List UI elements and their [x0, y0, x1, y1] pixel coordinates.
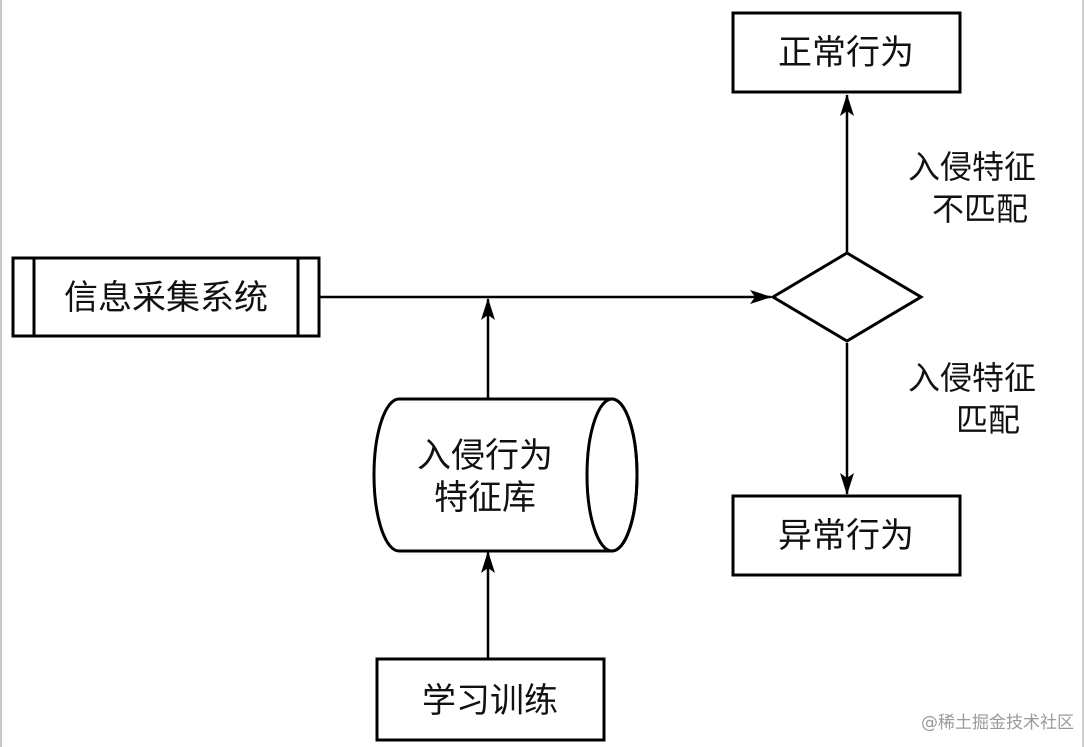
edge-label-no-match-line1: 入侵特征 [908, 148, 1036, 186]
node-normal-behavior-label: 正常行为 [778, 33, 914, 73]
left-border [0, 0, 2, 747]
edge-label-no-match-line2: 不匹配 [932, 190, 1028, 228]
node-abnormal-behavior-label: 异常行为 [778, 516, 914, 556]
node-signature-db: 入侵行为 特征库 [372, 397, 639, 553]
watermark-text: @稀土掘金技术社区 [921, 713, 1074, 733]
node-learning-training: 学习训练 [375, 657, 606, 742]
edge-label-match-line1: 入侵特征 [908, 359, 1036, 397]
node-normal-behavior: 正常行为 [731, 11, 962, 94]
node-signature-db-label-line1: 入侵行为 [417, 436, 553, 476]
node-info-collection-label: 信息采集系统 [64, 278, 268, 318]
node-signature-db-label-line2: 特征库 [434, 478, 536, 518]
node-info-collection: 信息采集系统 [11, 256, 321, 338]
node-decision-diamond [770, 251, 924, 343]
node-learning-training-label: 学习训练 [422, 681, 558, 721]
edge-label-match-line2: 匹配 [956, 401, 1020, 439]
node-abnormal-behavior: 异常行为 [731, 494, 962, 577]
right-border [1082, 0, 1084, 747]
